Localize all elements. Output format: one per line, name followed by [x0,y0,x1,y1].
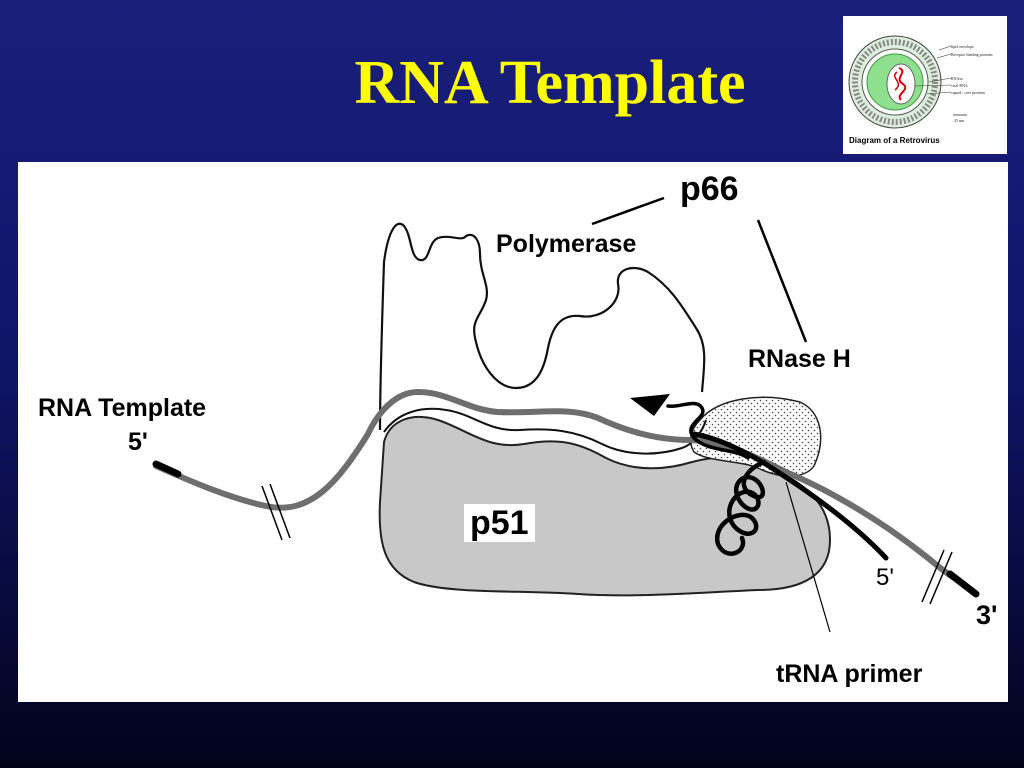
label-polymerase: Polymerase [496,230,637,258]
thumb-label-viral-rna: viral RNA [951,83,968,88]
label-trna-primer: tRNA primer [776,660,923,688]
thumb-label-capsid: capsid : core proteins [951,90,986,95]
label-p66: p66 [680,170,739,208]
thumb-label-scale: 25 nm [954,118,965,123]
label-five-prime-primer: 5' [876,564,894,591]
thumb-caption: Diagram of a Retrovirus [849,136,940,145]
diagram-panel: p66 Polymerase RNase H RNA Template 5' p… [18,162,1008,702]
trna-helix [714,459,767,556]
thumb-label-envelope: lipid envelope [951,44,974,49]
label-p51: p51 [464,504,535,542]
retrovirus-thumbnail: lipid envelope Receptor binding proteins… [843,16,1007,154]
thumb-label-receptor: Receptor binding proteins [951,52,993,57]
label-rna-template: RNA Template [38,394,207,422]
slide-title: RNA Template [354,49,746,117]
label-rnase-h: RNase H [748,345,851,373]
trna-primer-strand [691,431,889,561]
rt-diagram-drawing [152,196,980,633]
retrovirus-drawing [848,35,967,129]
p66-outline [378,222,706,431]
new-dna-strand [666,401,750,460]
thumb-label-rnase: RNAse [951,76,963,81]
label-three-prime: 3' [976,600,998,630]
synthesis-arrowhead [630,394,670,416]
label-five-prime-template: 5' [128,428,148,456]
rna-template-strand [153,388,961,583]
rnase-h-domain [689,396,822,477]
